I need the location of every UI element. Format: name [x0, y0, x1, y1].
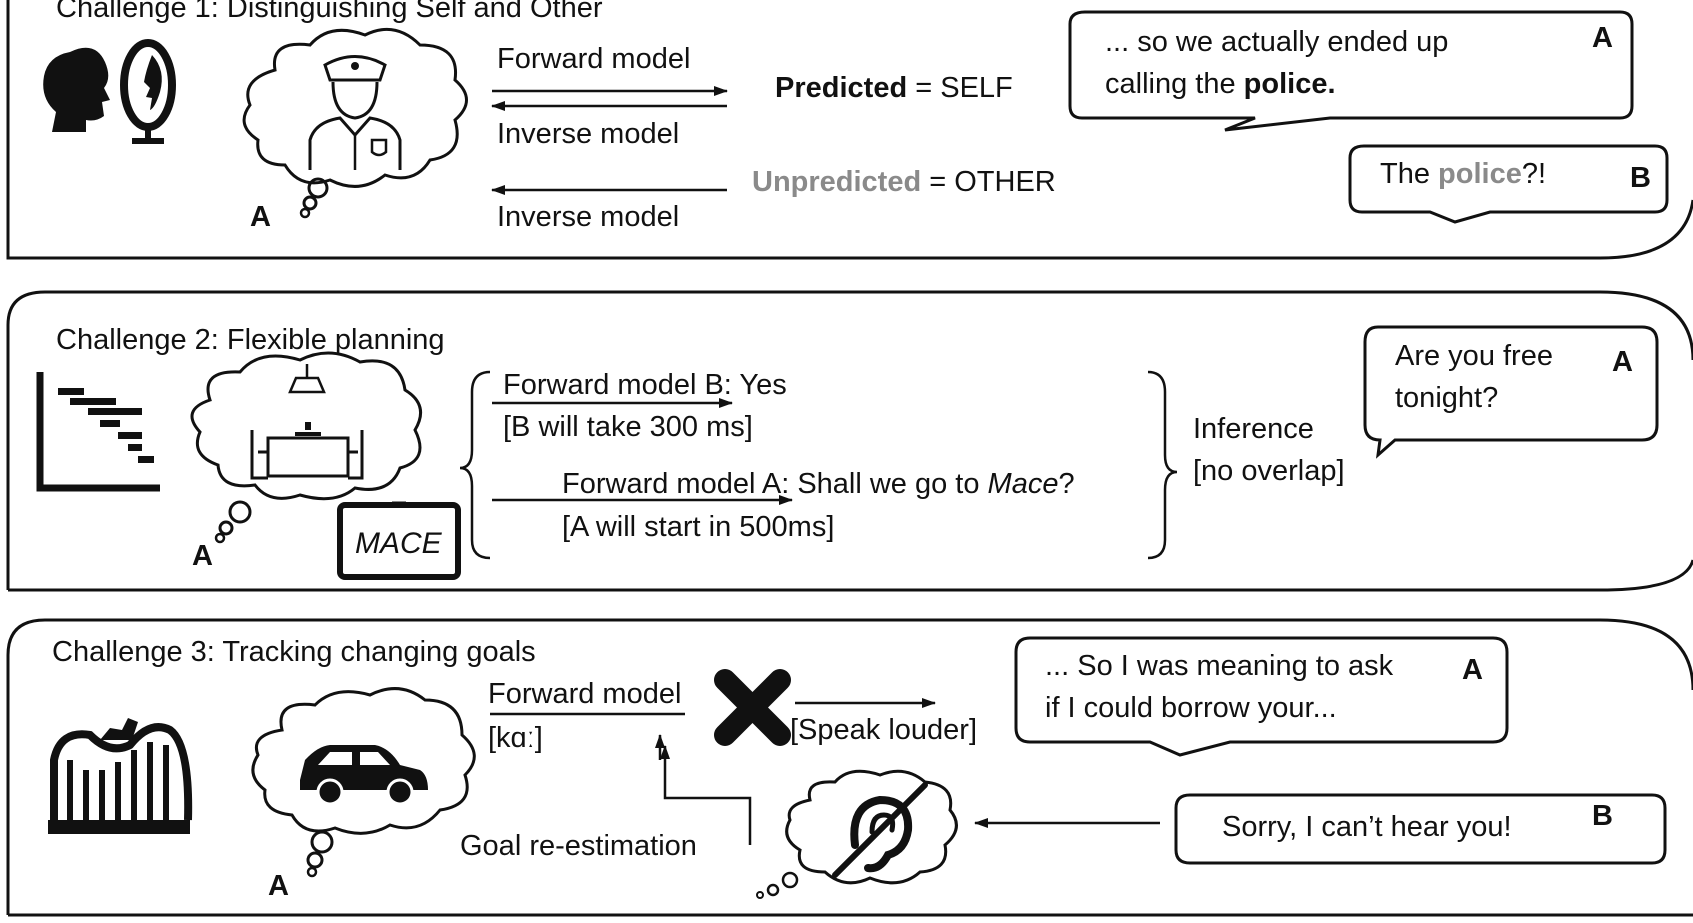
- b-timing-label: [B will take 300 ms]: [503, 411, 753, 443]
- no-overlap-label: [no overlap]: [1193, 455, 1345, 487]
- challenge-3-title: Challenge 3: Tracking changing goals: [52, 636, 536, 668]
- phonetic-label: [kɑː]: [488, 722, 543, 754]
- unpredicted-other-label: Unpredicted = OTHER: [752, 166, 1056, 199]
- bubble-a-3-line1: ... So I was meaning to ask: [1045, 650, 1394, 682]
- right-brace: [1147, 370, 1178, 560]
- speech-bubble-a-1: [1068, 10, 1634, 132]
- speak-louder-label: [Speak louder]: [790, 714, 978, 746]
- bubble-b-1-tag: B: [1630, 162, 1651, 194]
- predicted-word: Predicted: [775, 72, 908, 104]
- speaker-a-label-3: A: [268, 870, 289, 902]
- forward-model-label: Forward model: [497, 43, 691, 75]
- speech-bubble-a-3: [1014, 636, 1509, 757]
- speech-bubble-a-2: [1363, 325, 1659, 459]
- bubble-a-3-tag: A: [1462, 654, 1483, 686]
- thought-cloud-restaurant-icon: [190, 351, 423, 544]
- bubble-a-1-line2-text: calling the: [1105, 68, 1244, 100]
- left-brace: [459, 370, 491, 560]
- thought-cloud-police-icon: [242, 27, 468, 219]
- forward-model-a-prefix: Forward model A: Shall we go to: [562, 468, 988, 500]
- inverse-model-label-2: Inverse model: [497, 201, 680, 233]
- bubble-a-2-line1: Are you free: [1395, 340, 1553, 372]
- panel-1-frame: [6, 0, 1693, 260]
- bubble-a-1-tag: A: [1592, 22, 1613, 54]
- mirror-icon: [120, 39, 176, 144]
- bubble-a-1-line1: ... so we actually ended up: [1105, 26, 1449, 58]
- panel-2-frame: [6, 290, 1693, 592]
- thought-cloud-hearing-icon: [756, 769, 958, 899]
- forward-model-a-mace: Mace: [987, 468, 1059, 500]
- inverse-model-label-1: Inverse model: [497, 118, 680, 150]
- speech-bubble-b-3: [1174, 793, 1667, 865]
- panel-3-frame: [6, 618, 1693, 917]
- head-silhouette-icon: [43, 47, 111, 132]
- challenge-1-title: Challenge 1: Distinguishing Self and Oth…: [56, 0, 603, 24]
- inference-label: Inference: [1193, 413, 1314, 445]
- bubble-a-2-tag: A: [1612, 346, 1633, 378]
- bubble-b-1-suffix: ?!: [1521, 158, 1547, 190]
- a-timing-label: [A will start in 500ms]: [562, 511, 835, 543]
- speaker-a-label-1: A: [250, 201, 271, 233]
- cross-icon: [714, 669, 791, 746]
- bubble-a-3-line2: if I could borrow your...: [1045, 692, 1337, 724]
- challenge-2-title: Challenge 2: Flexible planning: [56, 324, 445, 356]
- forward-model-3-label: Forward model: [488, 678, 682, 710]
- bubble-a-2-line2: tonight?: [1395, 382, 1499, 414]
- other-word: = OTHER: [921, 166, 1056, 198]
- speaker-a-label-2: A: [192, 540, 213, 572]
- predicted-self-label: Predicted = SELF: [775, 72, 1013, 105]
- bubble-b-1-text: The police?!: [1380, 158, 1546, 191]
- forward-model-a-label: Forward model A: Shall we go to Mace?: [562, 468, 1075, 501]
- bubble-a-1-line2: calling the police.: [1105, 68, 1336, 101]
- speech-bubble-b-1: [1348, 144, 1669, 224]
- bubble-b-1-prefix: The: [1380, 158, 1439, 190]
- bubble-b-3-text: Sorry, I can’t hear you!: [1222, 811, 1512, 843]
- unpredicted-word: Unpredicted: [752, 166, 922, 198]
- bubble-a-1-police: police.: [1243, 68, 1336, 100]
- self-word: = SELF: [907, 72, 1013, 104]
- tablet-label: MACE: [355, 527, 442, 560]
- gantt-chart-icon: [36, 372, 160, 492]
- bubble-b-1-police: police: [1438, 158, 1522, 190]
- goal-reestimation-label: Goal re-estimation: [460, 830, 697, 862]
- forward-model-b-label: Forward model B: Yes: [503, 369, 787, 401]
- thought-cloud-car-icon: [251, 687, 476, 878]
- roller-coaster-icon: [48, 718, 193, 834]
- goal-reestimation-arrow: [660, 745, 752, 845]
- bubble-b-3-tag: B: [1592, 800, 1613, 832]
- forward-model-a-suffix: ?: [1058, 468, 1075, 500]
